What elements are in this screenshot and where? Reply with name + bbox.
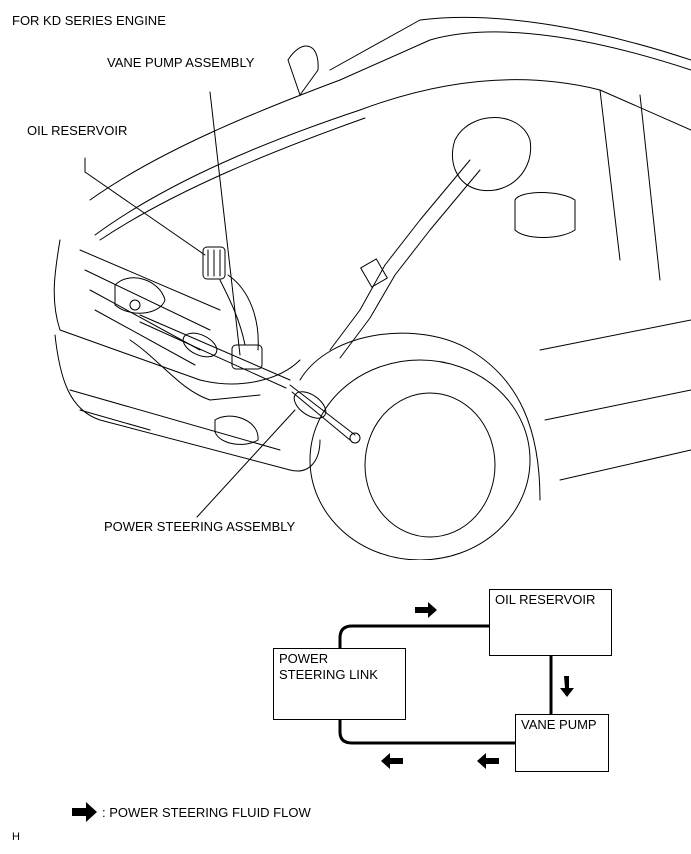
box-oil-reservoir: OIL RESERVOIR — [489, 589, 612, 656]
steering-wheel — [451, 117, 532, 192]
leader-oil-reservoir — [84, 157, 206, 256]
bumper-lower — [69, 389, 281, 451]
headlight — [114, 277, 166, 314]
hose-2 — [227, 274, 259, 351]
vehicle-illustration — [53, 16, 691, 560]
box-oil-reservoir-label: OIL RESERVOIR — [495, 592, 596, 607]
tie-rod-end-right — [349, 432, 361, 444]
arrow-down-icon — [560, 676, 574, 697]
arrow-left-icon — [477, 753, 499, 769]
windshield — [329, 16, 691, 131]
leader-vane-pump — [209, 91, 241, 356]
rack-right — [289, 384, 356, 441]
diagram-title: FOR KD SERIES ENGINE — [12, 13, 166, 28]
callout-vane-pump-assembly: VANE PUMP ASSEMBLY — [107, 55, 255, 70]
figure-code: H — [12, 831, 20, 843]
leader-power-steering — [196, 409, 296, 518]
legend-arrow-icon — [72, 802, 97, 822]
callout-oil-reservoir: OIL RESERVOIR — [27, 123, 128, 138]
flow-line-bottom — [338, 720, 517, 745]
steering-rack — [139, 314, 291, 389]
fender-arch — [299, 332, 541, 501]
rack-boot-left — [182, 332, 218, 358]
tie-rod-end-left — [129, 299, 141, 311]
vane-pump-body — [231, 344, 263, 370]
legend-label: : POWER STEERING FLUID FLOW — [102, 805, 311, 820]
hood-crease — [94, 109, 361, 236]
flow-line-top — [338, 624, 490, 648]
mirror — [514, 192, 576, 238]
front-tire — [309, 359, 531, 560]
body-side — [539, 319, 691, 481]
column-joint — [360, 258, 388, 288]
arrow-right-icon — [415, 602, 437, 618]
box-vane-pump-label: VANE PUMP — [521, 717, 597, 732]
grille-outline — [53, 239, 301, 385]
rack-boot-right — [293, 391, 327, 419]
a-pillar — [599, 89, 661, 281]
grille-inner — [79, 249, 221, 366]
steering-column — [329, 159, 471, 351]
bumper — [54, 334, 321, 472]
reservoir-body — [202, 246, 226, 280]
hood-crease-2 — [99, 117, 366, 241]
box-vane-pump: VANE PUMP — [515, 714, 609, 772]
callout-power-steering-assembly: POWER STEERING ASSEMBLY — [104, 519, 296, 534]
arrow-left-icon — [381, 753, 403, 769]
foglight — [214, 415, 259, 445]
hood-outline — [89, 31, 691, 201]
box-power-steering-link-label: POWER STEERING LINK — [279, 651, 378, 682]
mirror-top-left — [287, 45, 319, 96]
box-power-steering-link: POWER STEERING LINK — [273, 648, 406, 720]
pressure-line — [129, 339, 261, 401]
front-rim — [364, 392, 496, 538]
hose-1 — [219, 279, 246, 346]
steering-column-2 — [339, 169, 481, 359]
